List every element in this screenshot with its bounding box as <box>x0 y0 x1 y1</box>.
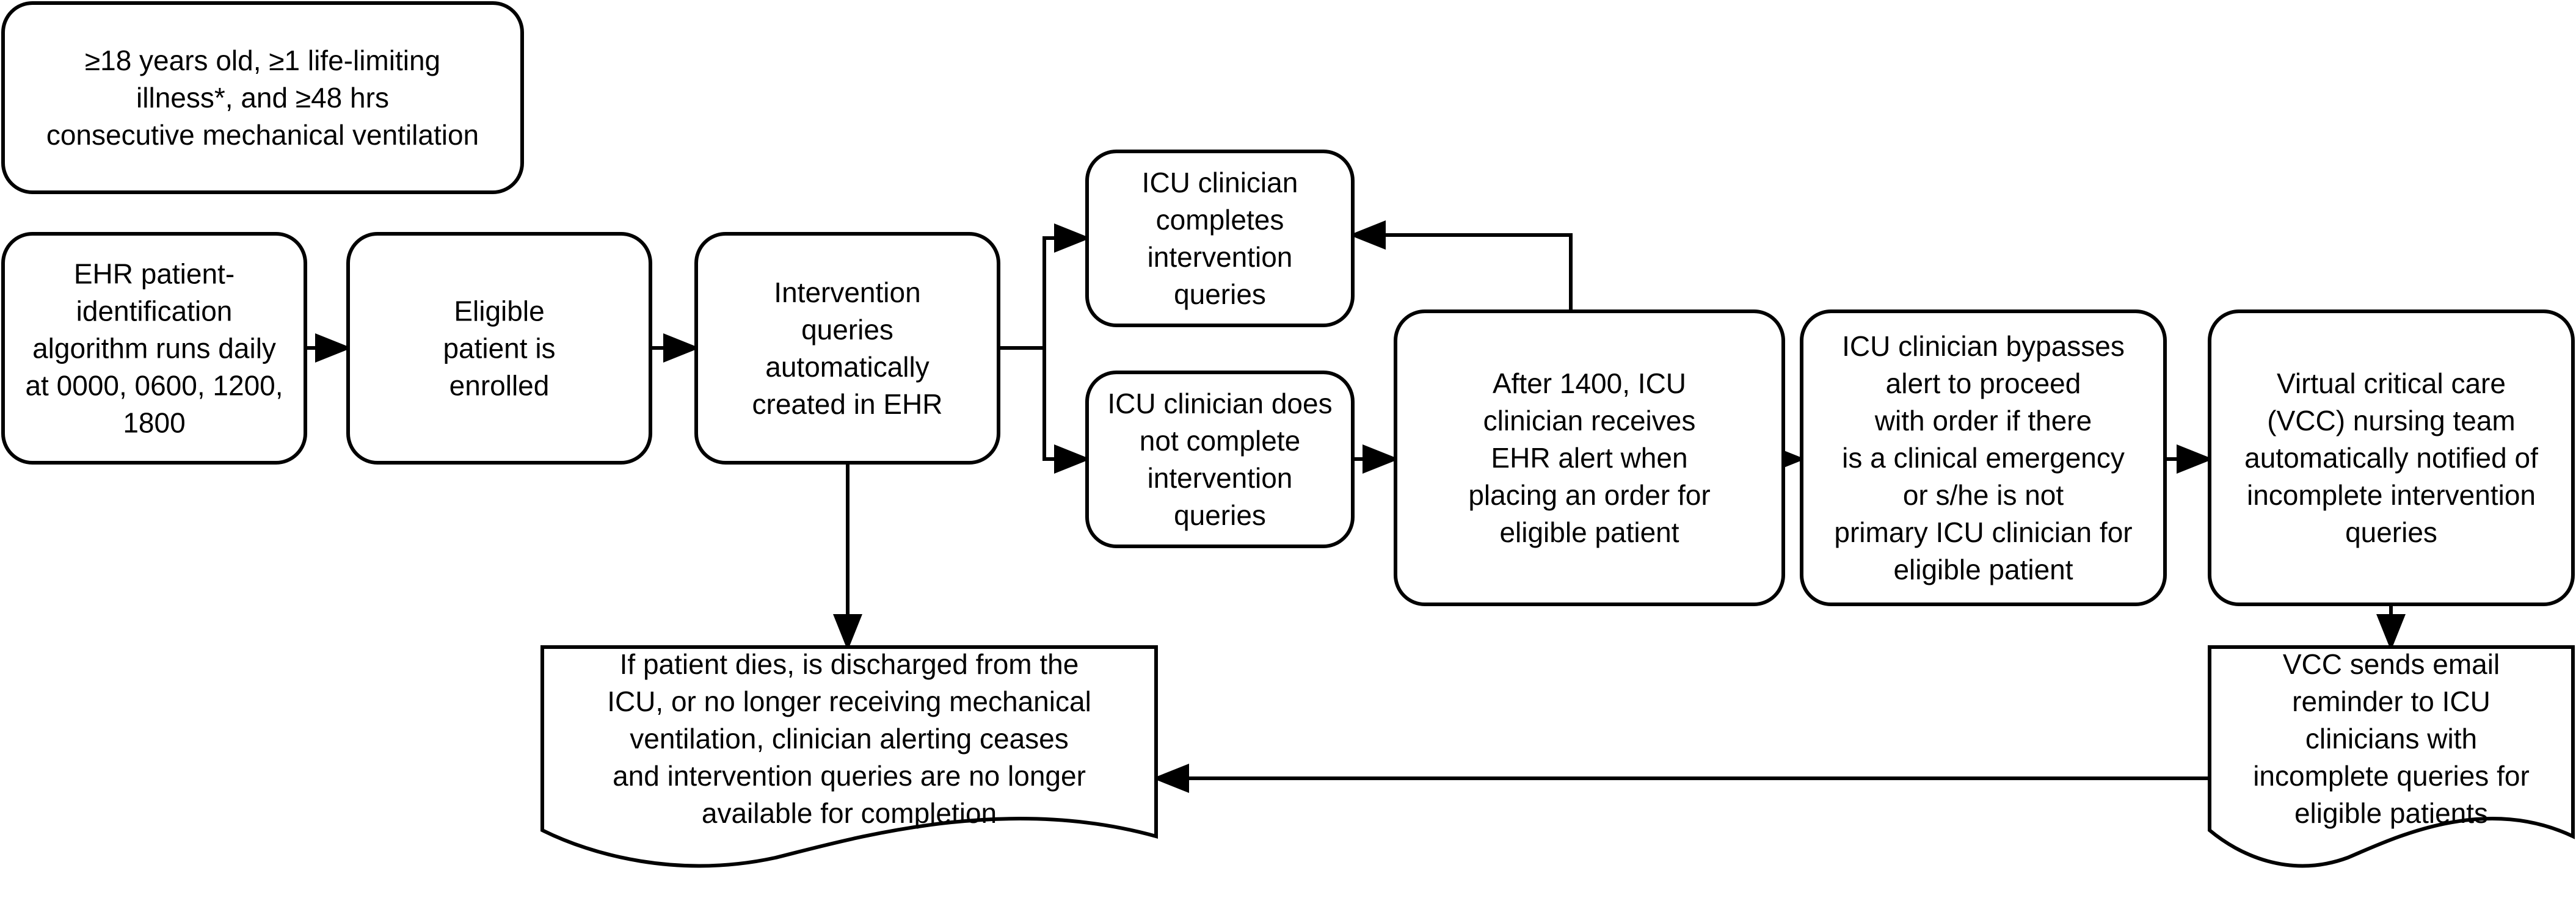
bypass-label-line: alert to proceed <box>1886 367 2081 399</box>
ceases-label-line: available for completion <box>702 797 997 829</box>
completes-label-line: completes <box>1156 204 1284 236</box>
node-criteria: ≥18 years old, ≥1 life-limiting illness*,… <box>1 1 524 194</box>
bypass-label-line: eligible patient <box>1893 554 2073 585</box>
vcc-notified-label-line: automatically notified of <box>2244 442 2538 474</box>
node-ceases: If patient dies, is discharged from theI… <box>540 645 1158 868</box>
queries-created-label-line: queries <box>801 314 893 346</box>
ceases-label-line: ICU, or no longer receiving mechanical <box>607 686 1091 717</box>
criteria-label-line: consecutive mechanical ventilation <box>46 119 479 151</box>
alert-label-line: After 1400, ICU <box>1493 367 1686 399</box>
bypass-label-line: is a clinical emergency <box>1842 442 2125 474</box>
not-complete-label-line: not complete <box>1140 425 1300 457</box>
criteria-label-line: illness*, and ≥48 hrs <box>136 82 389 114</box>
ehr-algorithm-label-line: identification <box>76 295 233 327</box>
vcc-notified-shape <box>2208 309 2575 606</box>
ehr-algorithm-label-line: EHR patient- <box>74 258 235 290</box>
ehr-algorithm-label-line: at 0000, 0600, 1200, <box>25 370 283 402</box>
ceases-label-line: If patient dies, is discharged from the <box>620 648 1079 680</box>
ehr-algorithm-label-line: 1800 <box>123 407 185 439</box>
alert-label-line: EHR alert when <box>1491 442 1687 474</box>
queries-created-label-line: Intervention <box>774 277 920 308</box>
completes-label-line: queries <box>1174 278 1266 310</box>
arrow-queries-to-completes <box>999 223 1091 350</box>
enrolled-label-line: Eligible <box>454 295 544 327</box>
enrolled-shape <box>346 232 652 465</box>
completes-label-line: ICU clinician <box>1142 167 1298 198</box>
queries-created-label-line: automatically <box>765 351 929 383</box>
enrolled-label-line: patient is <box>443 333 555 364</box>
bypass-label-line: or s/he is not <box>1903 479 2064 511</box>
vcc-email-shape <box>2208 645 2575 868</box>
ceases-label-line: ventilation, clinician alerting ceases <box>630 723 1069 755</box>
ceases-label-line: and intervention queries are no longer <box>613 760 1086 792</box>
queries-created-label-line: created in EHR <box>752 388 943 420</box>
ceases-shape <box>540 645 1158 868</box>
vcc-email-label-line: clinicians with <box>2305 723 2477 755</box>
node-bypass: ICU clinician bypasses alert to proceed wi… <box>1800 309 2167 606</box>
arrow-queries-to-not-complete <box>1042 348 1091 474</box>
alert-label-line: clinician receives <box>1483 405 1696 436</box>
completes-label-line: intervention <box>1148 241 1293 273</box>
queries-created-shape <box>694 232 1000 465</box>
not-complete-label-line: ICU clinician does <box>1107 388 1332 419</box>
vcc-email-label-line: incomplete queries for <box>2253 760 2530 792</box>
completes-shape <box>1085 150 1355 327</box>
alert-label-line: placing an order for <box>1468 479 1710 511</box>
node-vcc-notified: Virtual critical care (VCC) nursing team a… <box>2208 309 2575 606</box>
bypass-label-line: ICU clinician bypasses <box>1842 330 2125 362</box>
enrolled-label-line: enrolled <box>449 370 550 402</box>
alert-label-line: eligible patient <box>1499 516 1679 548</box>
bypass-label-line: with order if there <box>1874 405 2092 436</box>
arrow-alert-to-completes <box>1349 220 1573 311</box>
ehr-algorithm-shape <box>1 232 307 465</box>
node-completes: ICU clinician completes intervention querie… <box>1085 150 1355 327</box>
node-ehr-algorithm: EHR patient-identification algorithm runs… <box>1 232 307 465</box>
node-vcc-email: VCC sends email reminder to ICU clinicians… <box>2208 645 2575 868</box>
criteria-label-line: ≥18 years old, ≥1 life-limiting <box>85 45 440 76</box>
ehr-algorithm-label-line: algorithm runs daily <box>32 333 276 364</box>
edges-layer <box>305 220 2406 793</box>
vcc-email-label-line: eligible patients <box>2294 797 2488 829</box>
criteria-shape <box>1 1 524 194</box>
vcc-notified-label-line: incomplete intervention <box>2247 479 2536 511</box>
not-complete-label-line: intervention <box>1148 462 1293 494</box>
vcc-email-label-line: VCC sends email <box>2283 648 2500 680</box>
nodes-layer: ≥18 years old, ≥1 life-limiting illness*,… <box>1 1 2575 868</box>
not-complete-shape <box>1085 371 1355 548</box>
bypass-label-line: primary ICU clinician for <box>1834 516 2132 548</box>
alert-shape <box>1394 309 1785 606</box>
node-not-complete: ICU clinician does not complete interventi… <box>1085 371 1355 548</box>
vcc-notified-label-line: Virtual critical care <box>2277 367 2506 399</box>
vcc-email-label-line: reminder to ICU <box>2292 686 2490 717</box>
vcc-notified-label-line: queries <box>2345 516 2437 548</box>
node-enrolled: Eligible patient is enrolled <box>346 232 652 465</box>
not-complete-label-line: queries <box>1174 499 1266 531</box>
bypass-shape <box>1800 309 2167 606</box>
vcc-notified-label-line: (VCC) nursing team <box>2267 405 2515 436</box>
node-queries-created: Intervention queries automatically created … <box>694 232 1000 465</box>
